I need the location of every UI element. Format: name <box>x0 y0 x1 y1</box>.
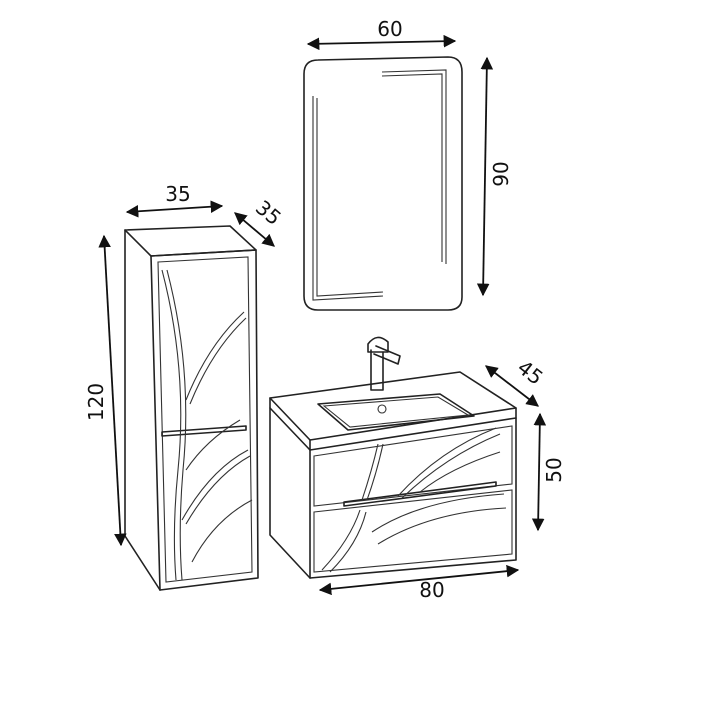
mirror-width-dimension: 60 <box>306 17 457 51</box>
vanity-width-label: 80 <box>419 578 444 602</box>
vanity-leaf-pattern <box>321 427 507 573</box>
mirror <box>303 56 463 311</box>
vanity-drawer-top <box>313 425 513 507</box>
tall-column-cabinet <box>124 225 259 591</box>
vanity-depth-label: 45 <box>513 355 548 390</box>
column-height-label: 120 <box>84 383 108 421</box>
column-depth-label: 35 <box>251 195 286 230</box>
column-height-dimension: 120 <box>84 234 127 547</box>
column-leaf-pattern <box>161 269 253 581</box>
faucet <box>367 336 401 391</box>
mirror-height-label: 90 <box>489 161 513 186</box>
vanity-handle <box>343 481 497 507</box>
vanity-height-label: 50 <box>542 457 566 482</box>
mirror-width-label: 60 <box>377 17 402 41</box>
vanity-width-dimension: 80 <box>318 564 520 602</box>
vanity-depth-dimension: 45 <box>485 355 548 407</box>
mirror-led-strips <box>312 69 447 301</box>
vanity-drawer-bottom <box>313 489 513 573</box>
vanity-height-dimension: 50 <box>531 412 566 532</box>
column-width-dimension: 35 <box>125 182 224 218</box>
column-width-label: 35 <box>165 182 190 206</box>
sink-basin <box>317 393 475 431</box>
column-handle <box>161 425 247 437</box>
mirror-height-dimension: 90 <box>476 56 513 297</box>
vanity-cabinet <box>269 336 517 579</box>
drain-icon <box>377 404 387 414</box>
